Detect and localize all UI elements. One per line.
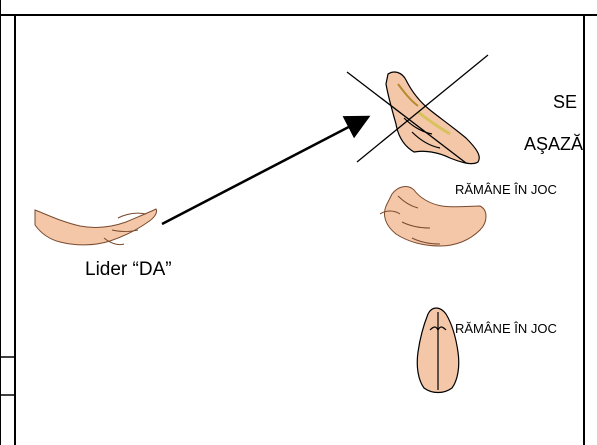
open-palm-hand-icon: [35, 209, 157, 245]
pointing-hand-icon: [386, 72, 479, 164]
arrow-icon: [162, 118, 366, 224]
leader-label: Lider “DA”: [85, 259, 172, 281]
se-label: SE: [553, 92, 577, 113]
stays-in-game-label-2: RĂMÂNE ÎN JOC: [455, 321, 557, 336]
praying-hands-icon: [417, 308, 459, 393]
stays-in-game-label-1: RĂMÂNE ÎN JOC: [455, 182, 557, 197]
asaza-label: AŞAZĂ: [524, 134, 583, 155]
